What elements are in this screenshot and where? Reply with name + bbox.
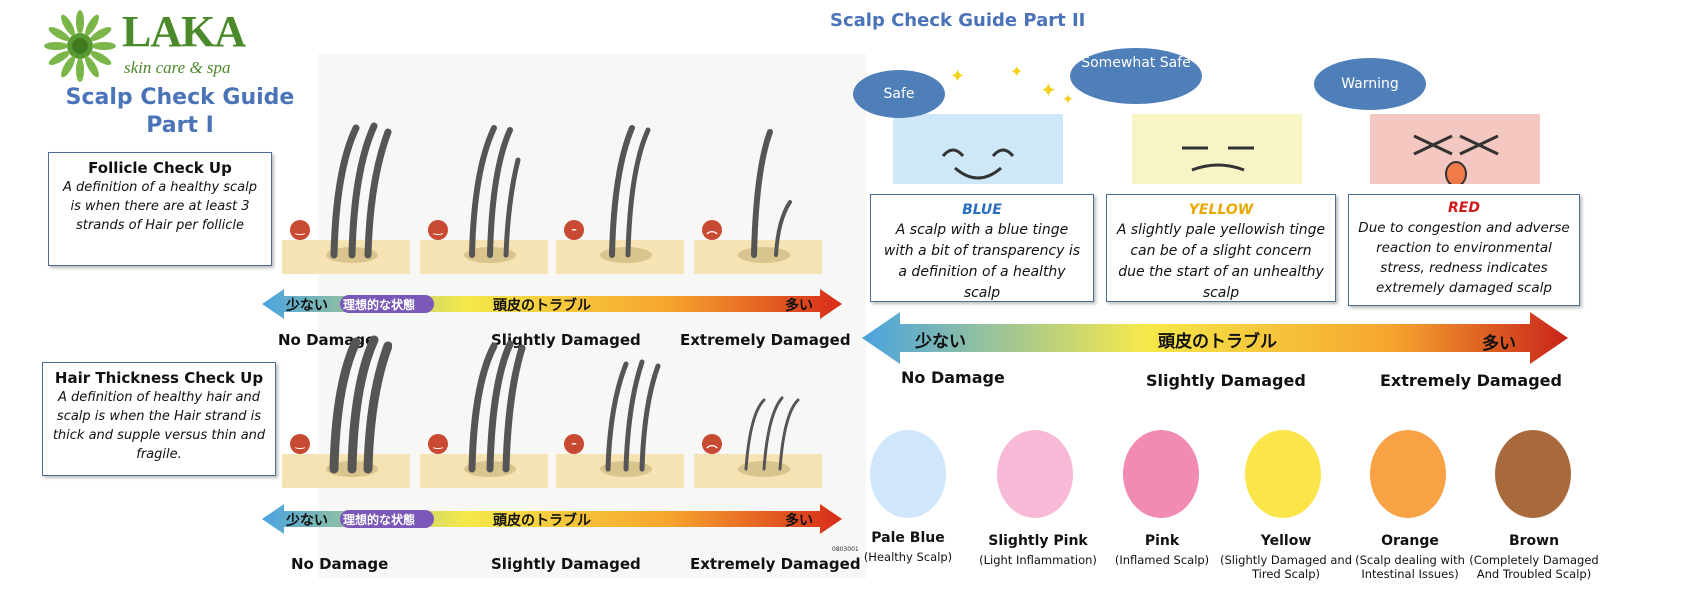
swatch-brown [1495, 430, 1571, 518]
scalp-trouble-arrow [262, 289, 842, 319]
swatch-name: Orange [1381, 533, 1439, 549]
label-extremely-damaged: Extremely Damaged [690, 555, 861, 573]
label-extremely-damaged: Extremely Damaged [680, 331, 851, 349]
safe-bubble: Safe [853, 70, 945, 118]
hair-strands-icon [600, 359, 661, 477]
arrow-less-label: 少ない [286, 513, 328, 529]
card-body: A scalp with a blue tinge with a bit of … [883, 222, 1081, 301]
distressed-scalp-face [1370, 114, 1540, 187]
swatch-name: Pink [1144, 533, 1180, 549]
swatch-note: (Healthy Scalp) [863, 550, 953, 564]
card-color-label: YELLOW [1188, 202, 1254, 218]
swatch-slightly-pink [997, 430, 1073, 518]
yellow-scalp-card: YELLOW A slightly pale yellowish tinge c… [1106, 194, 1336, 302]
arrow-more-label: 多い [1482, 334, 1516, 354]
swatch-orange [1370, 430, 1446, 518]
label-extremely-damaged: Extremely Damaged [1380, 371, 1562, 390]
hair-strands-icon [326, 122, 392, 263]
hair-strands-icon [464, 340, 526, 477]
thickness-row: ‿ ‿ – ︵ [282, 334, 852, 494]
happy-scalp-face [893, 114, 1063, 184]
card-body: Due to congestion and adverse reaction t… [1358, 220, 1570, 296]
ideal-state-pill: 理想的な状態 [343, 513, 416, 527]
arrow-center-label: 頭皮のトラブル [1158, 332, 1277, 352]
flower-icon [44, 10, 116, 82]
smile-face-icon: ‿ [290, 434, 310, 454]
somewhat-safe-bubble: Somewhat Safe [1070, 48, 1202, 104]
swatch-pale-blue [870, 430, 946, 518]
neutral-face-icon: – [564, 434, 584, 454]
swatch-name: Yellow [1260, 533, 1312, 549]
thickness-checkup-box: Hair Thickness Check Up A definition of … [42, 362, 276, 476]
uneasy-scalp-face [1132, 114, 1302, 184]
swatch-note: (Scalp dealing with Intestinal Issues) [1355, 553, 1465, 581]
label-slightly-damaged: Slightly Damaged [491, 555, 641, 573]
swatch-yellow [1245, 430, 1321, 518]
hair-strands-icon [600, 125, 652, 263]
label-no-damage: No Damage [291, 555, 389, 573]
smile-face-icon: ‿ [428, 220, 448, 240]
scalp-trouble-arrow [862, 312, 1568, 364]
swatch-note: (Slightly Damaged and Tired Scalp) [1219, 553, 1353, 581]
swatch-note: (Inflamed Scalp) [1114, 553, 1210, 567]
page-title-part1: Scalp Check Guide Part I [65, 85, 295, 138]
label-slightly-damaged: Slightly Damaged [1146, 371, 1306, 390]
arrow-center-label: 頭皮のトラブル [493, 298, 591, 314]
sparkle-icon: ✦ [1062, 92, 1074, 108]
uneasy-face-icon [1182, 146, 1254, 172]
smile-face-icon: ‿ [428, 434, 448, 454]
blue-scalp-card: BLUE A scalp with a blue tinge with a bi… [870, 194, 1094, 302]
sparkle-icon: ✦ [1040, 78, 1057, 102]
label-no-damage: No Damage [901, 368, 1005, 387]
follicle-checkup-box: Follicle Check Up A definition of a heal… [48, 152, 272, 266]
follicle-heading: Follicle Check Up [88, 159, 232, 177]
hair-strands-icon [464, 125, 521, 263]
smile-face-icon: ‿ [290, 220, 310, 240]
distressed-face-icon [1413, 134, 1499, 187]
follicle-row: ‿ ‿ – ︵ [282, 120, 852, 280]
sparkle-icon: ✦ [1010, 62, 1024, 81]
card-body: A slightly pale yellowish tinge can be o… [1116, 222, 1326, 301]
red-scalp-card: RED Due to congestion and adverse reacti… [1348, 194, 1580, 306]
logo-tagline: skin care & spa [124, 58, 231, 77]
scalp-trouble-arrow [262, 504, 842, 534]
card-color-label: RED [1448, 200, 1480, 216]
arrow-center-label: 頭皮のトラブル [493, 513, 591, 529]
arrow-more-label: 多い [785, 298, 813, 314]
card-color-label: BLUE [962, 202, 1002, 218]
arrow-less-label: 少ない [915, 332, 966, 352]
swatch-name: Slightly Pink [988, 533, 1088, 549]
swatch-note: (Completely Damaged And Troubled Scalp) [1469, 553, 1599, 581]
swatch-pink [1123, 430, 1199, 518]
logo-wordmark: LAKA [122, 7, 246, 56]
laka-logo [42, 6, 212, 84]
hair-strands-icon [738, 396, 800, 477]
sparkle-icon: ✦ [950, 66, 966, 87]
sad-face-icon: ︵ [702, 220, 722, 240]
hair-strands-icon [326, 335, 392, 477]
ideal-state-pill: 理想的な状態 [343, 298, 416, 312]
arrow-more-label: 多い [785, 513, 813, 529]
neutral-face-icon: – [564, 220, 584, 240]
swatch-name: Brown [1508, 533, 1560, 549]
warning-bubble: Warning [1314, 58, 1426, 110]
image-code: 0803001 [832, 546, 859, 553]
follicle-body: A definition of a healthy scalp is when … [62, 180, 258, 233]
sad-face-icon: ︵ [702, 434, 722, 454]
arrow-less-label: 少ない [286, 298, 328, 314]
thickness-heading: Hair Thickness Check Up [54, 369, 264, 387]
hair-illustration-panel [318, 54, 866, 578]
happy-face-icon [941, 148, 1015, 180]
swatch-name: Pale Blue [871, 530, 945, 546]
page-title-part2: Scalp Check Guide Part II [830, 10, 1086, 31]
hair-strands-icon [738, 129, 792, 263]
thickness-body: A definition of healthy hair and scalp i… [52, 390, 266, 462]
label-slightly-damaged: Slightly Damaged [491, 331, 641, 349]
swatch-note: (Light Inflammation) [979, 553, 1097, 567]
